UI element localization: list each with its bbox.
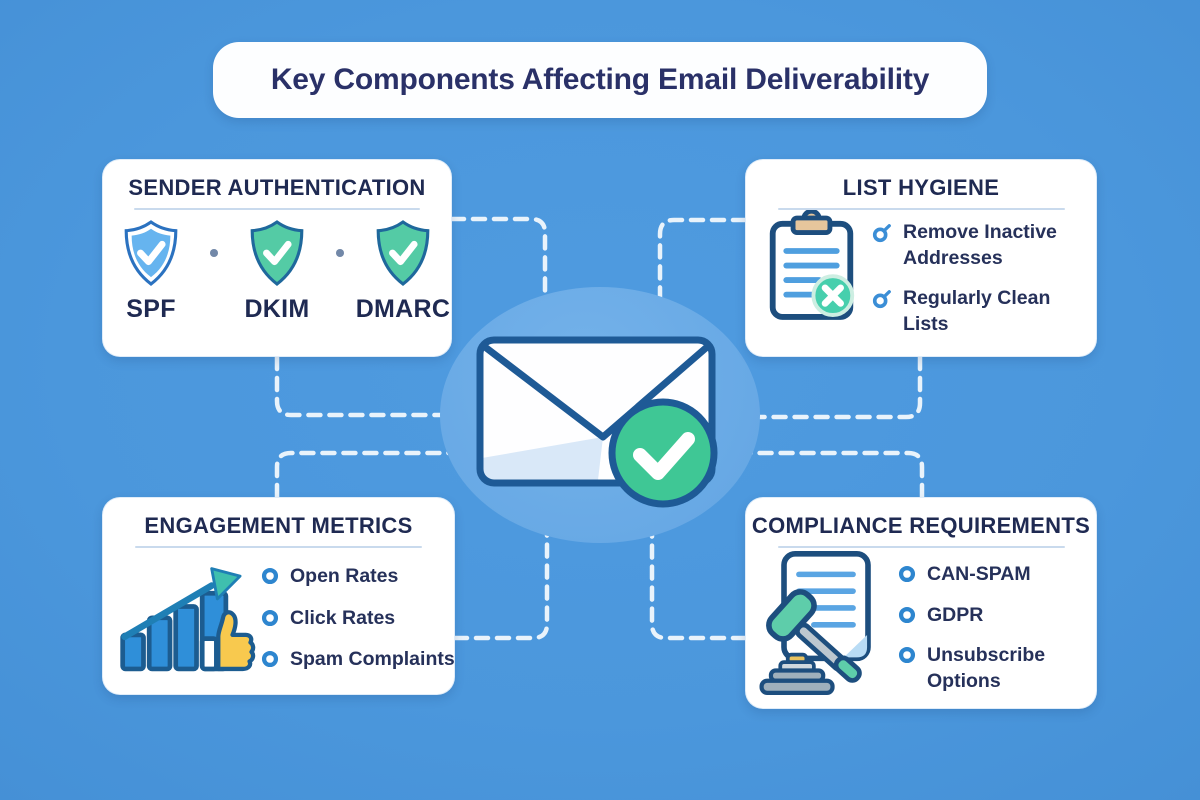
bullet-ring-icon xyxy=(898,565,916,583)
list-item-label: CAN-SPAM xyxy=(927,563,1031,585)
page-title: Key Components Affecting Email Deliverab… xyxy=(270,63,930,96)
card-heading: LIST HYGIENE xyxy=(842,175,1000,200)
list-item-label: Click Rates xyxy=(290,606,396,629)
bullet-ring-icon xyxy=(872,223,892,243)
list-item: Remove Inactive Addresses xyxy=(872,220,1084,271)
card-compliance-requirements: COMPLIANCE REQUIREMENTS xyxy=(745,497,1097,709)
connector-br-left xyxy=(649,515,748,641)
shield-label: DKIM xyxy=(244,295,310,323)
shield-block-dmarc: DMARC xyxy=(355,218,451,324)
card-heading: ENGAGEMENT METRICS xyxy=(144,513,413,538)
list-item: Open Rates xyxy=(261,564,461,590)
connector-br-top xyxy=(737,450,925,500)
shield-check-icon xyxy=(246,218,308,288)
clipboard-remove-icon xyxy=(769,210,855,320)
card-sender-authentication: SENDER AUTHENTICATION SPF DKIM DMARC xyxy=(102,159,452,357)
heading-divider xyxy=(777,208,1065,210)
separator-dot xyxy=(336,249,344,257)
list-item-label: Spam Complaints xyxy=(290,648,455,671)
delivered-check-icon xyxy=(608,398,718,508)
shield-check-icon xyxy=(372,218,434,288)
list-item: GDPR xyxy=(898,603,1080,629)
bullet-ring-icon xyxy=(898,606,916,624)
connector-tl-right xyxy=(449,216,548,301)
heading-divider xyxy=(134,208,420,210)
shield-row: SPF DKIM DMARC xyxy=(103,218,451,324)
list-item: Click Rates xyxy=(261,606,461,632)
connector-bl-right xyxy=(452,515,550,641)
shield-block-dkim: DKIM xyxy=(229,218,325,324)
bullet-list: Remove Inactive Addresses Regularly Clea… xyxy=(872,220,1084,338)
list-item: CAN-SPAM xyxy=(898,562,1080,588)
card-heading: SENDER AUTHENTICATION xyxy=(128,175,426,200)
connector-bl-top xyxy=(274,450,471,500)
list-item-label: Regularly Clean Lists xyxy=(903,287,1051,336)
bullet-ring-icon xyxy=(872,289,892,309)
bullet-ring-icon xyxy=(261,650,279,668)
bullet-list: Open Rates Click Rates Spam Complaints xyxy=(261,564,461,673)
list-item: Spam Complaints xyxy=(261,647,461,673)
card-heading: COMPLIANCE REQUIREMENTS xyxy=(751,513,1091,538)
bullet-list: CAN-SPAM GDPR Unsubscribe Options xyxy=(898,562,1080,695)
gavel-document-icon xyxy=(759,551,871,695)
shield-label: DMARC xyxy=(355,295,451,323)
heading-divider xyxy=(134,546,423,548)
list-item-label: GDPR xyxy=(927,603,984,626)
title-card: Key Components Affecting Email Deliverab… xyxy=(213,42,987,118)
connector-tr-bottom xyxy=(737,354,923,420)
bullet-ring-icon xyxy=(898,646,916,664)
heading-divider xyxy=(777,546,1065,548)
card-engagement-metrics: ENGAGEMENT METRICS Open Rates Click Rate… xyxy=(102,497,455,695)
bullet-ring-icon xyxy=(261,567,279,585)
shield-check-icon xyxy=(120,218,182,288)
list-item-label: Remove Inactive Addresses xyxy=(903,221,1057,269)
growth-chart-thumbs-up-icon xyxy=(120,567,256,672)
connector-tr-left xyxy=(657,217,748,301)
card-list-hygiene: LIST HYGIENE Remove Inactive Addresse xyxy=(745,159,1097,357)
shield-label: SPF xyxy=(126,295,176,323)
bullet-ring-icon xyxy=(261,609,279,627)
list-item: Regularly Clean Lists xyxy=(872,286,1084,337)
separator-dot xyxy=(210,249,218,257)
list-item: Unsubscribe Options xyxy=(898,643,1080,694)
shield-block-spf: SPF xyxy=(103,218,199,324)
list-item-label: Open Rates xyxy=(290,565,399,587)
list-item-label: Unsubscribe Options xyxy=(927,644,1046,693)
connector-tl-bottom xyxy=(274,354,471,418)
